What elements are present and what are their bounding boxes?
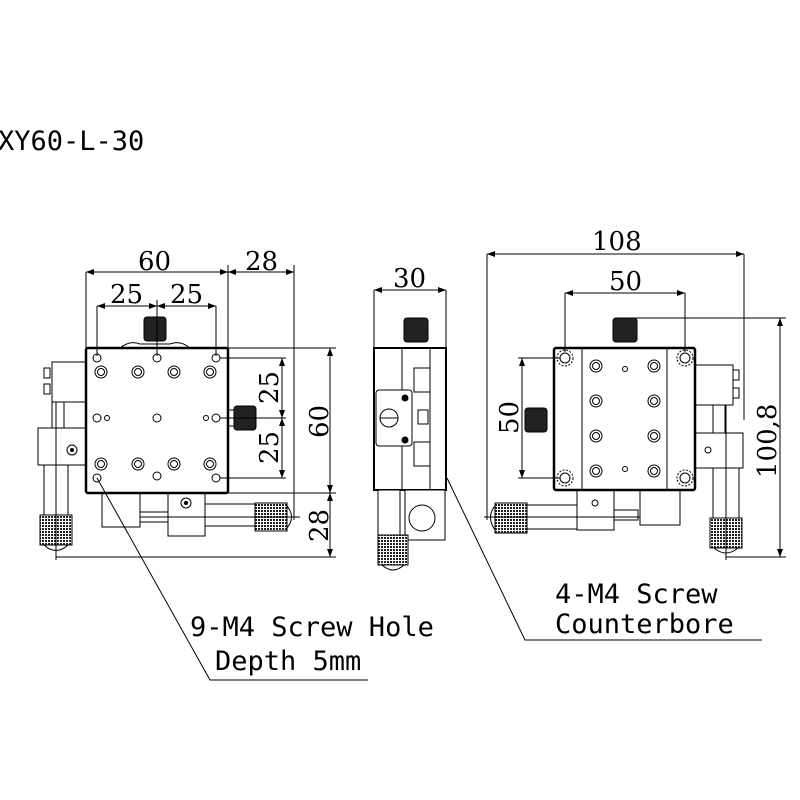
- callout-screw-hole-line1: 9-M4 Screw Hole: [190, 612, 434, 643]
- left-micrometer: [37, 361, 87, 560]
- lock-knob-icon[interactable]: [612, 317, 638, 343]
- dim-hole-pitch-upper: 25: [255, 371, 285, 404]
- callout-counterbore-line1: 4-M4 Screw: [555, 579, 718, 610]
- bottom-view: 108 50 50 100,8: [484, 227, 786, 560]
- dim-width: 60: [138, 247, 171, 277]
- callout-screw-hole: 9-M4 Screw Hole Depth 5mm: [96, 477, 434, 681]
- callout-screw-hole-line2: Depth 5mm: [215, 646, 361, 677]
- dim-height: 60: [305, 405, 335, 438]
- lock-knob-icon[interactable]: [143, 316, 167, 342]
- dim-counterbore-pitch-y: 50: [495, 401, 525, 434]
- dim-hole-pitch-lower: 25: [255, 431, 285, 464]
- dim-hole-pitch-left: 25: [110, 280, 143, 310]
- lock-knob-icon[interactable]: [403, 317, 429, 343]
- dim-thickness: 30: [393, 264, 426, 294]
- dim-micrometer-offset-x: 28: [245, 247, 278, 277]
- callout-counterbore: 4-M4 Screw Counterbore: [446, 477, 762, 641]
- model-title: XY60-L-30: [0, 126, 144, 157]
- knurl-knob-icon: [377, 534, 409, 566]
- dim-overall-height: 100,8: [753, 404, 783, 478]
- callout-counterbore-line2: Counterbore: [555, 609, 734, 640]
- counterbore-holes: [94, 365, 217, 471]
- side-view: 30: [373, 264, 447, 571]
- top-view: 60 28 25 25 60 25 25 28: [37, 247, 336, 560]
- dim-hole-pitch-right: 25: [170, 280, 203, 310]
- dim-counterbore-pitch-x: 50: [609, 267, 642, 297]
- bottom-micrometer: [140, 492, 300, 537]
- lock-knob-icon[interactable]: [524, 407, 548, 433]
- stage-plate-bottom: [552, 346, 697, 492]
- dim-overall-width: 108: [592, 227, 642, 257]
- knurl-knob-icon: [494, 502, 528, 534]
- dim-micrometer-offset-y: 28: [305, 509, 335, 542]
